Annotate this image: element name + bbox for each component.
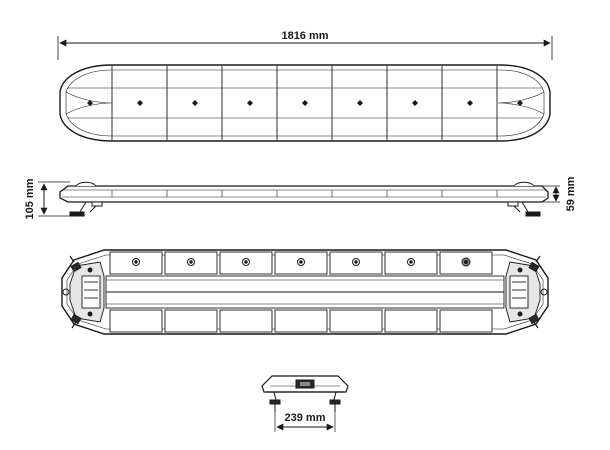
bottom-view [61, 249, 549, 335]
top-view-leds [87, 100, 523, 106]
bottom-view-lower-modules [109, 309, 493, 333]
bracket-width-label: 239 mm [285, 412, 326, 424]
length-label: 1816 mm [281, 30, 328, 42]
end-view [261, 375, 349, 432]
side-view [38, 181, 560, 217]
height-total-label: 105 mm [24, 178, 36, 219]
side-view-body [59, 185, 549, 203]
bottom-view-center-rail [105, 275, 505, 309]
height-body-label: 59 mm [565, 176, 577, 211]
bottom-view-connectors [132, 257, 471, 267]
side-view-right-foot [507, 201, 541, 217]
top-view-module-lines [111, 66, 498, 140]
bottom-view-right-bracket [505, 255, 548, 329]
end-view-legs [269, 391, 341, 412]
side-view-left-foot [69, 201, 103, 217]
bottom-view-left-bracket [62, 255, 105, 329]
top-view [57, 36, 553, 142]
